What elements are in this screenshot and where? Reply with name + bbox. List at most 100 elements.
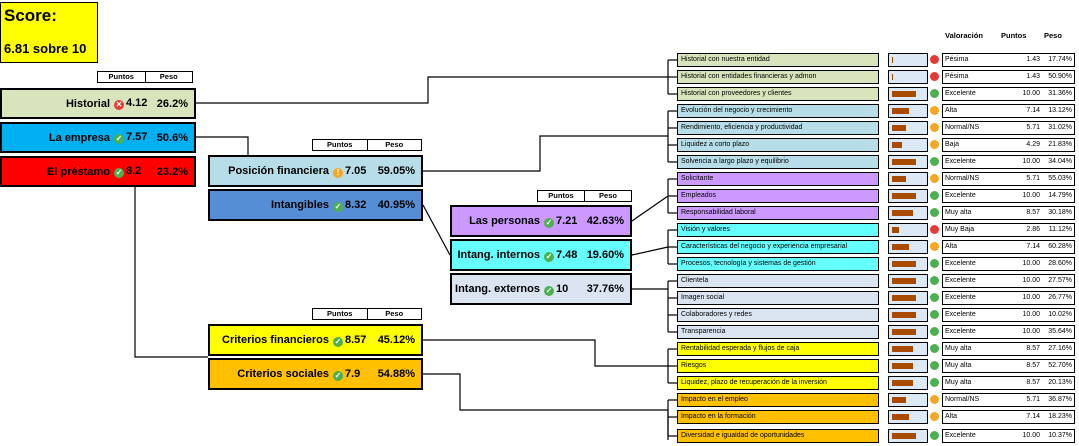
leaf-valoracion: Normal/NS — [945, 396, 980, 403]
leaf-label[interactable]: Historial con proveedores y clientes — [677, 87, 879, 101]
warning-icon — [930, 140, 939, 149]
leaf-label[interactable]: Historial con nuestra entidad — [677, 53, 879, 67]
leaf-valoracion: Excelente — [945, 90, 976, 97]
node-posicion-financiera[interactable]: Posición financiera !7.05 59.05% — [208, 155, 423, 187]
leaf-label[interactable]: Riesgos — [677, 359, 879, 373]
score-bar — [888, 189, 928, 203]
node-intang-externos[interactable]: Intang. externos ✓10 37.76% — [450, 273, 632, 305]
check-icon — [930, 293, 939, 302]
leaf-values: Excelente 10.00 14.79% — [942, 189, 1075, 203]
node-value: 7.48 — [556, 248, 578, 261]
leaf-label[interactable]: Historial con entidades financieras y ad… — [677, 70, 879, 84]
leaf-puntos: 1.43 — [1026, 73, 1040, 80]
leaf-valoracion: Muy alta — [945, 209, 972, 216]
leaf-label[interactable]: Solvencia a largo plazo y equilibrio — [677, 155, 879, 169]
leaf-peso: 14.79% — [1048, 192, 1072, 199]
leaf-label[interactable]: Clientela — [677, 274, 879, 288]
check-icon: ✓ — [114, 134, 124, 144]
score-bar — [888, 121, 928, 135]
leaf-peso: 10.37% — [1048, 432, 1072, 439]
score-bar — [888, 291, 928, 305]
leaf-label[interactable]: Visión y valores — [677, 223, 879, 237]
score-bar — [888, 274, 928, 288]
leaf-label[interactable]: Liquidez, plazo de recuperación de la in… — [677, 376, 879, 390]
leaf-puntos: 10.00 — [1022, 432, 1040, 439]
leaf-puntos: 7.14 — [1026, 107, 1040, 114]
col-puntos: Puntos — [1001, 31, 1027, 40]
error-icon — [930, 55, 939, 64]
leaf-valoracion: Alta — [945, 107, 958, 114]
leaf-puntos: 10.00 — [1022, 277, 1040, 284]
score-bar — [888, 393, 928, 407]
node-historial[interactable]: Historial ✕4.12 26.2% — [0, 88, 196, 119]
leaf-peso: 36.87% — [1048, 396, 1072, 403]
leaf-peso: 31.02% — [1048, 124, 1072, 131]
score-bar-fill — [892, 380, 913, 386]
node-pct: 19.60% — [586, 249, 624, 261]
warning-icon — [930, 106, 939, 115]
error-icon — [930, 225, 939, 234]
check-icon: ✓ — [544, 217, 554, 228]
leaf-label[interactable]: Empleados — [677, 189, 879, 203]
leaf-puntos: 8.57 — [1026, 379, 1040, 386]
node-label: Posición financiera — [228, 165, 329, 177]
leaf-label[interactable]: Solicitante — [677, 172, 879, 186]
leaf-label[interactable]: Transparencia — [677, 325, 879, 339]
header-puntos: Puntos — [327, 309, 353, 318]
node-la-empresa[interactable]: La empresa ✓7.57 50.6% — [0, 122, 196, 153]
leaf-label[interactable]: Procesos, tecnología y sistemas de gesti… — [677, 257, 879, 271]
leaf-peso: 18.23% — [1048, 413, 1072, 420]
check-icon: ✓ — [333, 336, 343, 347]
leaf-peso: 11.12% — [1048, 226, 1072, 233]
leaf-valoracion: Excelente — [945, 294, 976, 301]
node-las-personas[interactable]: Las personas ✓7.21 42.63% — [450, 205, 632, 237]
leaf-label[interactable]: Imagen social — [677, 291, 879, 305]
leaf-puntos: 7.14 — [1026, 413, 1040, 420]
score-bar — [888, 376, 928, 390]
leaf-puntos: 4.29 — [1026, 141, 1040, 148]
leaf-label[interactable]: Responsabilidad laboral — [677, 206, 879, 220]
node-pct: 50.6% — [156, 131, 188, 144]
leaf-label[interactable]: Colaboradores y redes — [677, 308, 879, 322]
leaf-valoracion: Muy alta — [945, 362, 972, 369]
leaf-valoracion: Excelente — [945, 328, 976, 335]
node-intangibles[interactable]: Intangibles ✓8.32 40.95% — [208, 189, 423, 221]
leaf-puntos: 10.00 — [1022, 192, 1040, 199]
leaf-label[interactable]: Impacto en la formación — [677, 410, 879, 424]
leaf-peso: 17.74% — [1048, 56, 1072, 63]
node-label: Intangibles — [270, 199, 329, 211]
leaf-label[interactable]: Liquidez a corto plazo — [677, 138, 879, 152]
level2-prestamo-header: Puntos Peso — [312, 308, 422, 320]
leaf-peso: 35.64% — [1048, 328, 1072, 335]
score-bar-fill — [892, 108, 909, 114]
node-intang-internos[interactable]: Intang. internos ✓7.48 19.60% — [450, 239, 632, 271]
leaf-label[interactable]: Características del negocio y experienci… — [677, 240, 879, 254]
warning-icon — [930, 174, 939, 183]
node-label: Intang. externos — [455, 283, 540, 295]
node-criterios-financieros[interactable]: Criterios financieros ✓8.57 45.12% — [208, 324, 423, 356]
node-label: Historial — [65, 97, 110, 110]
leaf-valoracion: Muy Baja — [945, 226, 975, 233]
leaf-label[interactable]: Rentabilidad esperada y flujos de caja — [677, 342, 879, 356]
node-value: 7.21 — [556, 214, 578, 227]
node-value: 8.32 — [345, 198, 367, 211]
node-el-prestamo[interactable]: El préstamo ✓8.2 23.2% — [0, 156, 196, 187]
leaf-label[interactable]: Rendimiento, eficiencia y productividad — [677, 121, 879, 135]
leaf-peso: 13.12% — [1048, 107, 1072, 114]
leaf-label[interactable]: Impacto en el empleo — [677, 393, 879, 407]
leaf-valoracion: Excelente — [945, 192, 976, 199]
leaf-label[interactable]: Diversidad e igualdad de oportunidades — [677, 429, 879, 443]
node-pct: 45.12% — [377, 334, 415, 346]
leaf-peso: 52.70% — [1048, 362, 1072, 369]
check-icon: ✓ — [544, 251, 554, 262]
leaf-label[interactable]: Evolución del negocio y crecimiento — [677, 104, 879, 118]
leaf-puntos: 10.00 — [1022, 311, 1040, 318]
node-criterios-sociales[interactable]: Criterios sociales ✓7.9 54.88% — [208, 358, 423, 390]
